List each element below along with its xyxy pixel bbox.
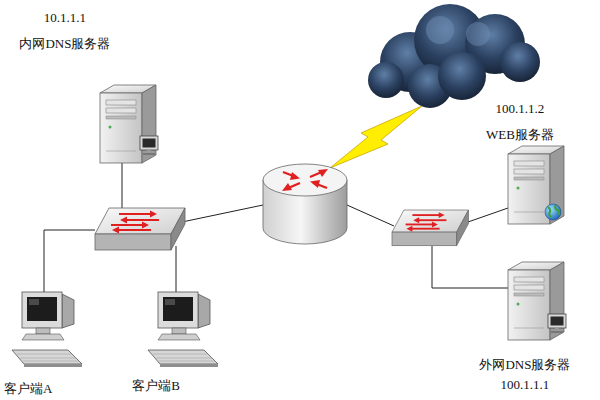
router (263, 164, 347, 244)
client-pc (12, 292, 82, 367)
device-label-line: 内网DNS服务器 (19, 35, 110, 52)
server-monitor (548, 314, 566, 333)
device-label-line: 客户端B (132, 377, 180, 394)
web-server (508, 146, 564, 224)
device-label-line: 客户端A (4, 380, 52, 397)
device-label-line: 10.1.1.1 (19, 9, 110, 26)
device-label-line: 100.1.1.1 (479, 376, 570, 393)
wires (44, 163, 508, 292)
device-label: 客户端A (4, 380, 52, 397)
globe-icon (545, 204, 561, 220)
device-label-line: 100.1.1.2 (486, 100, 554, 117)
client-pc (148, 292, 218, 367)
device-label: 外网DNS服务器 100.1.1.1 (479, 356, 570, 393)
lightning-bolt (330, 106, 422, 168)
device-label-line: 外网DNS服务器 (479, 356, 570, 373)
switch (392, 210, 469, 246)
device-label-line: WEB服务器 (486, 126, 554, 143)
device-label: 客户端B (132, 377, 180, 394)
server-monitor (140, 136, 158, 155)
device-label: 10.1.1.1 内网DNS服务器 (19, 9, 110, 52)
cloud (368, 4, 540, 108)
device-label: 100.1.1.2WEB服务器 (486, 100, 554, 143)
switch (95, 208, 185, 250)
